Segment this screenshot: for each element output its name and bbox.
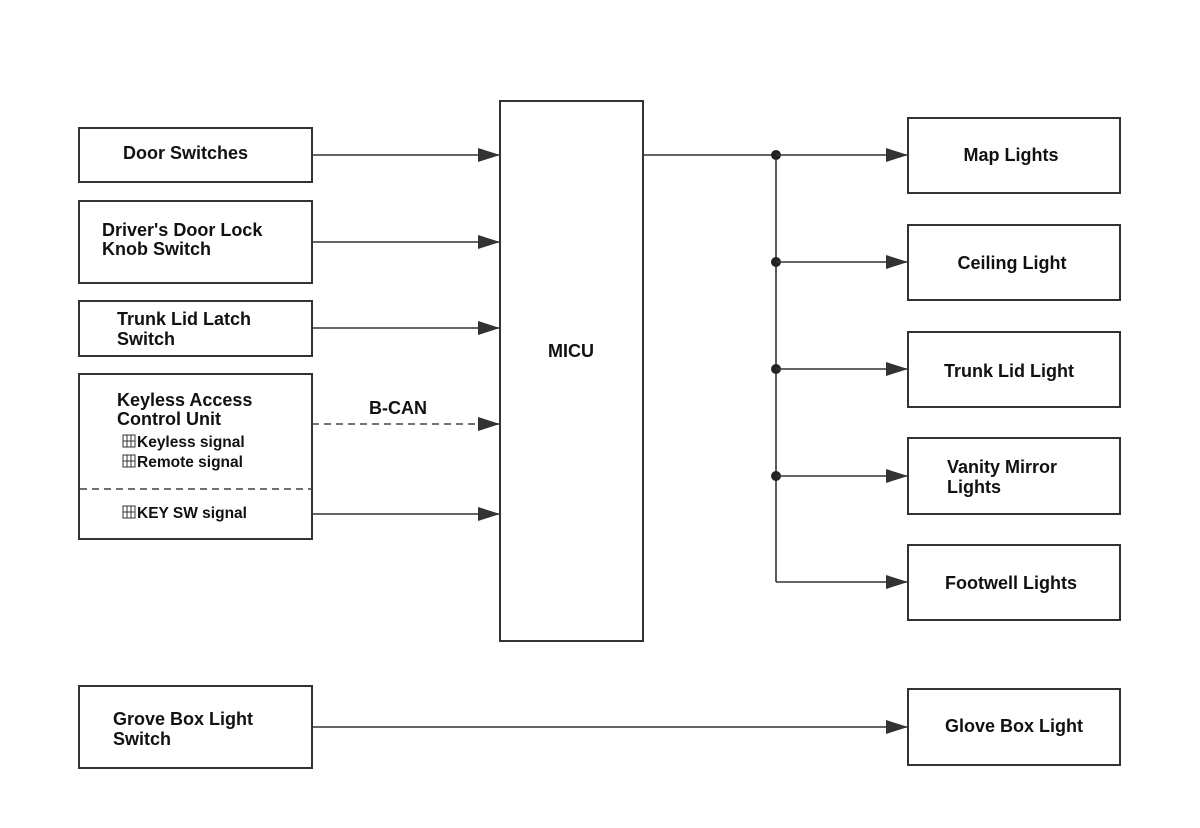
trunk-lid-latch-label-line1: Trunk Lid Latch — [117, 309, 251, 329]
vanity-mirror-label-line2: Lights — [947, 477, 1001, 497]
map-lights-label: Map Lights — [964, 145, 1059, 165]
drivers-door-lock-label-line1: Driver's Door Lock — [102, 220, 263, 240]
keyless-access-label-line2: Control Unit — [117, 409, 221, 429]
keyless-access-control-unit-block: Keyless Access Control Unit Keyless sign… — [78, 373, 313, 540]
footwell-lights-label: Footwell Lights — [945, 573, 1077, 593]
trunk-lid-latch-switch-block: Trunk Lid Latch Switch — [78, 300, 313, 357]
key-sw-signal-bullet-icon — [122, 505, 136, 519]
drivers-door-lock-knob-switch-block: Driver's Door Lock Knob Switch — [78, 200, 313, 284]
grove-box-light-switch-block: Grove Box Light Switch — [78, 685, 313, 769]
door-switches-block: Door Switches — [78, 127, 313, 183]
glove-box-light-block: Glove Box Light — [907, 688, 1121, 766]
ceiling-light-block: Ceiling Light — [907, 224, 1121, 301]
remote-signal-label: Remote signal — [137, 454, 243, 471]
map-lights-block: Map Lights — [907, 117, 1121, 194]
keyless-signal-bullet-icon — [122, 434, 136, 448]
remote-signal-bullet-icon — [122, 454, 136, 468]
door-switches-label: Door Switches — [123, 143, 248, 163]
keyless-access-label-line1: Keyless Access — [117, 390, 252, 410]
drivers-door-lock-label-line2: Knob Switch — [102, 239, 211, 259]
micu-label: MICU — [548, 341, 594, 361]
ceiling-light-label: Ceiling Light — [958, 253, 1067, 273]
vanity-mirror-lights-block: Vanity Mirror Lights — [907, 437, 1121, 515]
grove-box-switch-label-line1: Grove Box Light — [113, 709, 253, 729]
vanity-mirror-label-line1: Vanity Mirror — [947, 457, 1057, 477]
trunk-lid-light-block: Trunk Lid Light — [907, 331, 1121, 408]
b-can-label: B-CAN — [369, 398, 427, 418]
keyless-signal-label: Keyless signal — [137, 434, 245, 451]
micu-block: MICU — [499, 100, 644, 642]
trunk-lid-latch-label-line2: Switch — [117, 329, 175, 349]
glove-box-light-label: Glove Box Light — [945, 716, 1083, 736]
trunk-lid-light-label: Trunk Lid Light — [944, 361, 1074, 381]
key-sw-signal-label: KEY SW signal — [137, 505, 247, 522]
footwell-lights-block: Footwell Lights — [907, 544, 1121, 621]
grove-box-switch-label-line2: Switch — [113, 729, 171, 749]
